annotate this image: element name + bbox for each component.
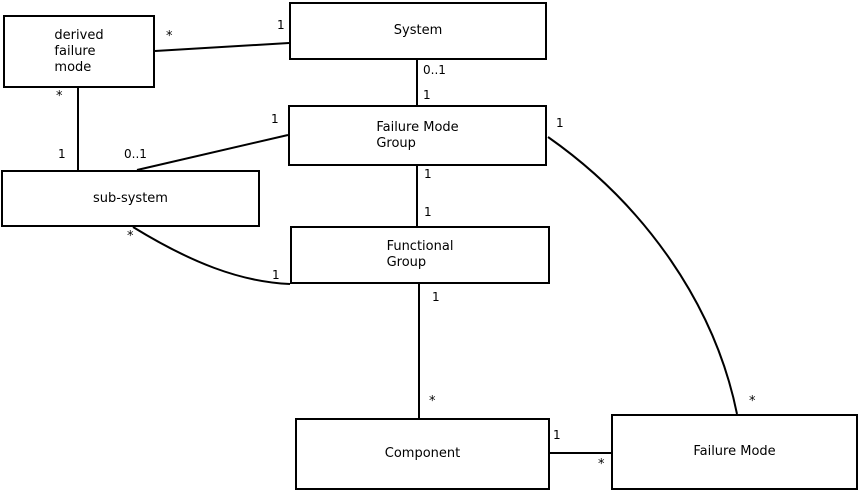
edge-derived-failure-mode-to-system — [154, 42, 290, 52]
multiplicity-failure-mode-group-to-functional-group: 1 — [424, 167, 432, 181]
multiplicity-functional-group-to-sub-system: 1 — [272, 268, 280, 282]
class-box-system[interactable]: System — [289, 2, 547, 60]
edge-failure-mode-group-to-failure-mode — [547, 136, 738, 415]
multiplicity-component-to-functional-group: * — [429, 394, 436, 409]
multiplicity-failure-mode-group-to-sub-system: 1 — [271, 112, 279, 126]
multiplicity-failure-mode-group-to-system: 1 — [423, 88, 431, 102]
multiplicity-system-to-failure-mode-group: 0..1 — [423, 63, 446, 77]
edge-sub-system-to-failure-mode-group — [136, 134, 289, 171]
multiplicity-derived-failure-mode-to-system: * — [166, 29, 173, 44]
multiplicity-failure-mode-to-failure-mode-group: * — [749, 394, 756, 409]
multiplicity-failure-mode-group-to-failure-mode: 1 — [556, 116, 564, 130]
class-box-component[interactable]: Component — [295, 418, 550, 490]
class-label-sub-system: sub-system — [93, 190, 168, 206]
multiplicity-functional-group-to-failure-mode-group: 1 — [424, 205, 432, 219]
class-box-sub-system[interactable]: sub-system — [1, 170, 260, 227]
multiplicity-sub-system-to-derived-failure-mode: 1 — [58, 147, 66, 161]
multiplicity-sub-system-to-failure-mode-group: 0..1 — [124, 147, 147, 161]
class-label-failure-mode: Failure Mode — [693, 444, 776, 459]
class-box-derived-failure-mode[interactable]: derived failure mode — [3, 15, 155, 88]
class-box-failure-mode-group[interactable]: Failure Mode Group — [288, 105, 547, 166]
multiplicity-functional-group-to-component: 1 — [432, 290, 440, 304]
multiplicity-sub-system-to-functional-group: * — [127, 229, 134, 244]
class-box-functional-group[interactable]: Functional Group — [290, 226, 550, 284]
class-box-failure-mode[interactable]: Failure Mode — [611, 414, 858, 490]
class-label-failure-mode-group: Failure Mode Group — [376, 119, 459, 151]
edge-sub-system-to-functional-group — [132, 226, 291, 285]
class-label-derived-failure-mode: derived failure mode — [54, 27, 104, 75]
multiplicity-component-to-failure-mode: 1 — [553, 428, 561, 442]
class-label-functional-group: Functional Group — [386, 239, 454, 270]
multiplicity-system-to-derived-failure-mode: 1 — [277, 18, 285, 32]
multiplicity-failure-mode-to-component: * — [598, 457, 605, 472]
class-label-component: Component — [384, 446, 461, 461]
class-label-system: System — [393, 23, 443, 38]
multiplicity-derived-failure-mode-to-sub-system: * — [56, 89, 63, 104]
